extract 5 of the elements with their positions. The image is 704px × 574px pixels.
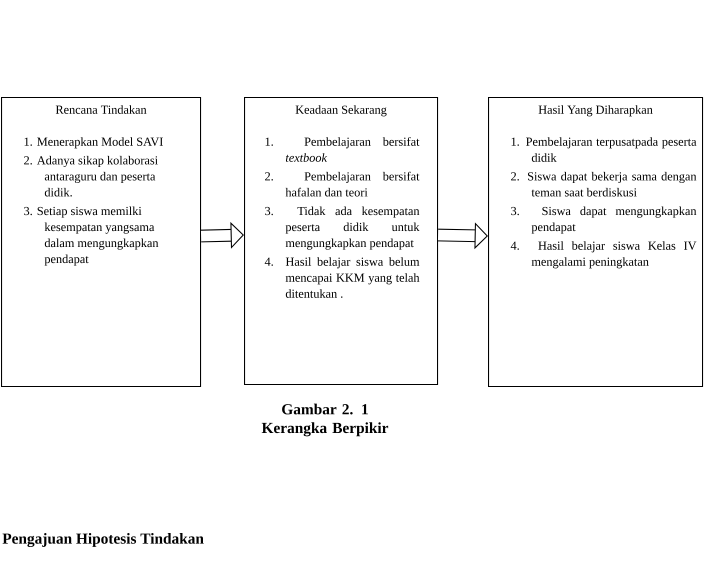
section-heading: Pengajuan Hipotesis Tindakan (2, 532, 204, 547)
text-box: Hasil Yang Diharapkan 1. Pembelajaran terpusatpada peserta didik 2. Siswa dapat bekerja sama dengan teman saat berdiskusi 3. Siswa dapat mengungkapkan pendapat 4. Hasil belajar siswa Kelas IV mengalami peningkatan (488, 97, 704, 388)
figure-caption: Gambar 2. 1 Kerangka Berpikir (262, 404, 388, 436)
text-box: Keadaan Sekarang 1. Pembelajaran bersifat textbook 2. Pembelajaran bersifat hafalan dan teori 3. Tidak ada kesempatan peserta didik untuk mengungkapkan pendapat 4. Hasil belajar siswa belum mencapai KKM yang telah ditentukan . (244, 97, 438, 386)
text-box: Rencana Tindakan 1. Menerapkan Model SAVI 2. Adanya sikap kolaborasi antaraguru dan peserta didik. 3. Setiap siswa memilki kesempatan yangsama dalam mengungkapkan pendapat (1, 97, 202, 388)
